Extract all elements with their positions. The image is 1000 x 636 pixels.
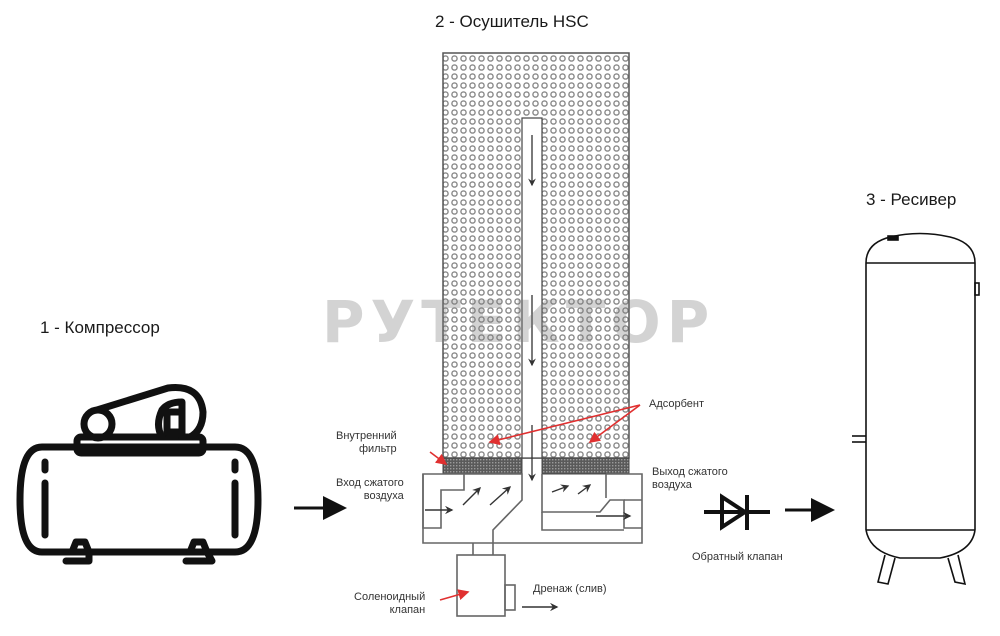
watermark: РУТЕКТОР xyxy=(322,288,716,356)
callout-pointers xyxy=(429,404,641,601)
inlet-label-line2: воздуха xyxy=(363,490,404,502)
solenoid-valve xyxy=(456,554,516,617)
inlet-label-line1: Вход сжатого xyxy=(336,477,404,489)
dryer-manifold xyxy=(422,473,643,555)
outlet-label: Выход сжатого воздуха xyxy=(652,466,728,492)
check-valve-label: Обратный клапан xyxy=(692,551,783,563)
solenoid-label-line2: клапан xyxy=(389,604,426,616)
check-valve-icon xyxy=(704,493,770,531)
dryer-column xyxy=(442,52,630,482)
adsorbent-label: Адсорбент xyxy=(649,398,705,410)
inlet-label: Вход сжатого воздуха xyxy=(336,477,404,503)
outlet-label-line1: Выход сжатого xyxy=(652,466,728,478)
compressor-title: 1 - Компрессор xyxy=(40,318,160,337)
flow-arrows-manifold xyxy=(425,484,632,521)
solenoid-label-line1: Соленоидный xyxy=(354,591,426,603)
solenoid-valve-label: Соленоидный клапан xyxy=(354,591,425,617)
compressor-icon xyxy=(16,384,262,565)
internal-filter-label-line1: Внутренний xyxy=(336,430,397,442)
outlet-label-line2: воздуха xyxy=(652,479,692,491)
internal-filter-label-line2: фильтр xyxy=(358,443,397,455)
receiver-icon xyxy=(852,232,980,586)
internal-filter-label: Внутренний фильтр xyxy=(336,430,397,456)
receiver-title: 3 - Ресивер xyxy=(866,190,957,209)
drain-label: Дренаж (слив) xyxy=(533,583,607,595)
dryer-title: 2 - Осушитель HSC xyxy=(435,12,589,31)
internal-filter xyxy=(442,457,630,475)
